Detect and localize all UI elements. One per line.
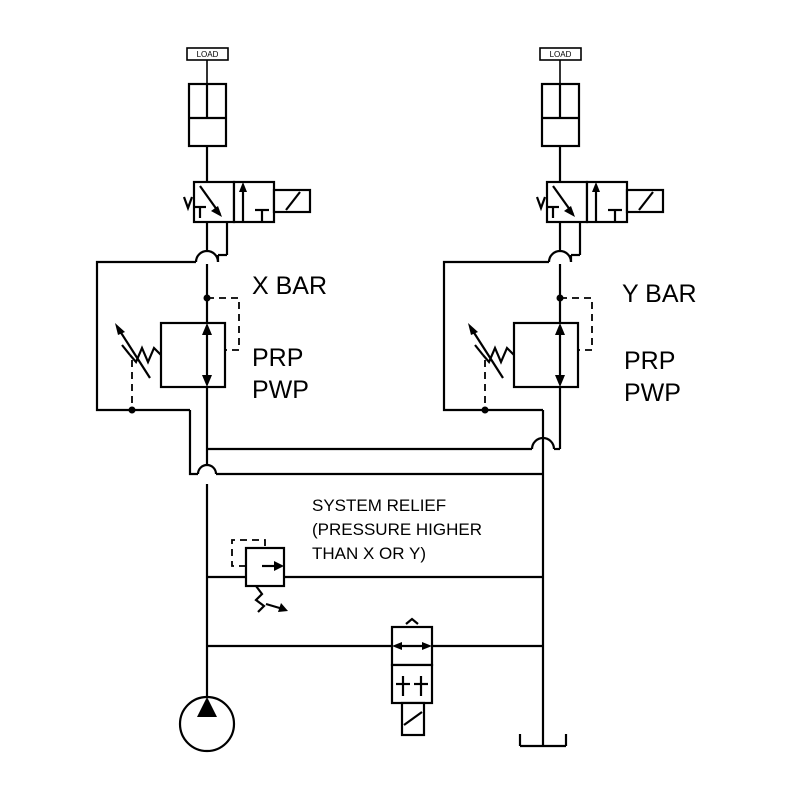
pump	[178, 695, 236, 753]
load-tag-right: LOAD	[539, 47, 582, 84]
unloading-valve	[207, 617, 543, 737]
load-tag-left: LOAD	[186, 47, 229, 84]
directional-valve-left	[182, 180, 312, 224]
pwp-label-right: PWP	[624, 379, 681, 407]
pwp-label-left: PWP	[252, 376, 309, 404]
relief-text-line3: THAN X OR Y)	[312, 544, 426, 563]
relief-text-line2: (PRESSURE HIGHER	[312, 520, 482, 539]
prp-label-right: PRP	[624, 347, 675, 375]
directional-valve-right	[535, 180, 665, 224]
prp-label-left: PRP	[252, 344, 303, 372]
system-relief: SYSTEM RELIEF (PRESSURE HIGHER THAN X OR…	[207, 496, 543, 613]
load-label-right: LOAD	[550, 50, 572, 59]
right-branch: LOAD	[442, 47, 697, 449]
load-label-left: LOAD	[197, 50, 219, 59]
x-bar-label: X BAR	[252, 272, 327, 300]
header-lines	[196, 436, 560, 746]
pressure-reducing-valve-left	[115, 297, 240, 410]
pressure-reducing-valve-right	[468, 297, 593, 410]
tank	[518, 734, 568, 748]
relief-text-line1: SYSTEM RELIEF	[312, 496, 446, 515]
y-bar-label: Y BAR	[622, 280, 697, 308]
cylinder-right	[540, 82, 581, 182]
left-branch: LOAD	[95, 47, 327, 476]
cylinder-left	[187, 82, 228, 182]
